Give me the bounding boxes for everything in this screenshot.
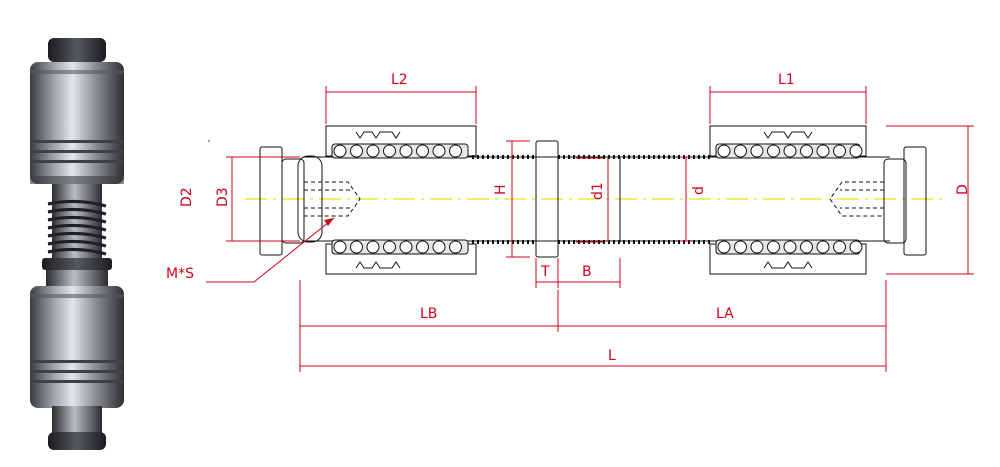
ball <box>383 240 396 254</box>
ball <box>717 144 731 158</box>
label-M-S: M*S <box>166 266 194 282</box>
dimension-lines <box>206 86 974 372</box>
ball <box>783 144 797 158</box>
label-H: H <box>493 184 509 195</box>
ball <box>366 240 380 254</box>
label-LA: LA <box>716 306 734 322</box>
ball <box>333 144 347 158</box>
left-tapped-hole <box>304 181 361 217</box>
ball <box>432 144 446 158</box>
right-tapped-hole <box>829 181 884 217</box>
ball <box>816 144 830 158</box>
ball <box>734 240 747 254</box>
label-L: L <box>608 348 616 364</box>
label-LB: LB <box>420 306 437 322</box>
ball <box>849 240 863 254</box>
right-shaft-end <box>883 158 907 244</box>
ball <box>383 144 396 158</box>
label-L1: L1 <box>778 72 795 88</box>
label-T: T <box>540 264 550 280</box>
dimension-arrows <box>324 218 334 226</box>
spring-coils <box>47 199 107 256</box>
label-B: B <box>582 264 592 280</box>
guide-post-photo <box>30 38 124 450</box>
label-d1: d1 <box>590 182 606 200</box>
ball-bearings <box>333 144 863 254</box>
left-shaft-end <box>281 158 305 244</box>
ball <box>734 144 747 158</box>
ball <box>366 144 380 158</box>
ball <box>750 144 764 158</box>
ball <box>449 144 462 158</box>
ball <box>800 144 813 158</box>
label-d: d <box>691 186 707 195</box>
label-D2: D2 <box>179 187 195 207</box>
ball <box>416 144 429 158</box>
ball <box>416 240 429 254</box>
label-D3: D3 <box>215 187 231 207</box>
ball <box>449 240 462 254</box>
ball <box>399 144 413 158</box>
ball <box>750 240 764 254</box>
ball <box>800 240 813 254</box>
center-collar <box>535 140 559 258</box>
ball <box>816 240 830 254</box>
ball <box>717 240 731 254</box>
ball <box>350 144 363 158</box>
ball <box>833 240 846 254</box>
label-D: D <box>955 184 971 195</box>
ball <box>833 144 846 158</box>
ball <box>333 240 347 254</box>
left-end-plate <box>259 146 283 256</box>
right-end-plate <box>903 146 927 256</box>
ball <box>849 144 863 158</box>
ball <box>399 240 413 254</box>
label-L2: L2 <box>391 72 408 88</box>
shaft-left-segment <box>297 155 323 243</box>
ball <box>432 240 446 254</box>
ball <box>350 240 363 254</box>
dimension-labels: L2 L1 D2 D3 M*S H d1 d D T B LB LA L <box>166 72 971 364</box>
ball <box>783 240 797 254</box>
ball <box>767 240 780 254</box>
ball <box>767 144 780 158</box>
left-spring <box>472 155 536 244</box>
